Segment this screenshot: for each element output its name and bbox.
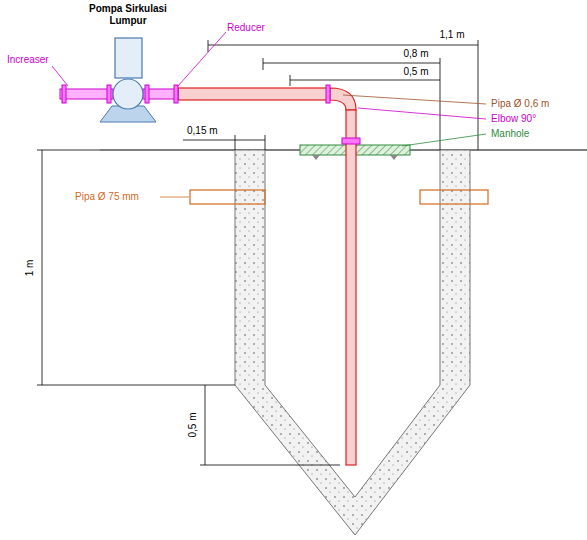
part-label: Reducer bbox=[226, 22, 266, 34]
dimension: 0,8 m bbox=[403, 48, 428, 60]
part-label: Manhole bbox=[490, 128, 530, 140]
pipe-06 bbox=[346, 110, 356, 465]
pipe-flange bbox=[326, 85, 330, 103]
flange bbox=[145, 85, 149, 103]
support bbox=[312, 155, 320, 160]
dimension: 0,5 m bbox=[187, 412, 199, 437]
part-label: Pipa Ø 0,6 m bbox=[490, 98, 550, 110]
pump-body bbox=[113, 79, 143, 109]
dimension-lines bbox=[37, 40, 478, 465]
pipe-flange bbox=[342, 138, 360, 144]
leader-lines bbox=[52, 32, 486, 197]
part-label: Increaser bbox=[6, 54, 50, 66]
elbow bbox=[330, 88, 356, 110]
pipe-06 bbox=[178, 88, 330, 100]
pump-motor bbox=[115, 38, 142, 78]
dimension: 0,5 m bbox=[403, 66, 428, 78]
dimension: 1,1 m bbox=[439, 29, 464, 41]
dimension: 1 m bbox=[24, 260, 36, 277]
part-label: Pipa Ø 75 mm bbox=[74, 191, 140, 203]
flange bbox=[107, 85, 111, 103]
part-label: Elbow 90° bbox=[490, 113, 537, 125]
dimension: 0,15 m bbox=[186, 125, 219, 137]
pipe-75 bbox=[420, 190, 488, 204]
support bbox=[390, 155, 398, 160]
increaser bbox=[60, 89, 113, 99]
pipe-75 bbox=[190, 190, 265, 204]
flange bbox=[174, 85, 178, 103]
flange bbox=[62, 85, 66, 103]
pump-label: Pompa Sirkulasi Lumpur bbox=[88, 3, 168, 27]
